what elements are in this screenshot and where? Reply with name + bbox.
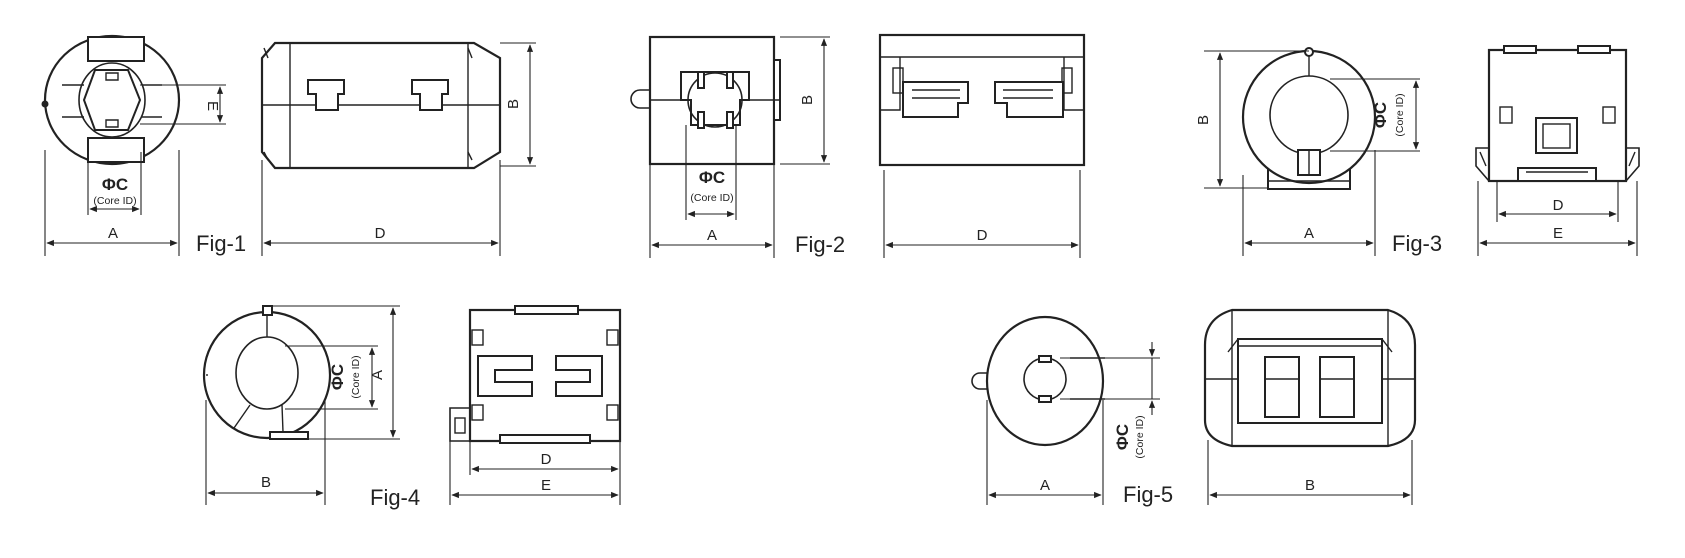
fig2-dim-a-label: A bbox=[707, 227, 717, 244]
fig3-side-view bbox=[1475, 45, 1640, 183]
fig3-group: B ΦC (Core ID) A Fig-3 bbox=[1195, 45, 1640, 256]
fig5-group: ΦC (Core ID) A Fig-5 B bbox=[971, 308, 1417, 507]
fig2-group: ΦC (Core ID) B A Fig-2 D bbox=[630, 33, 1086, 258]
fig3-label: Fig-3 bbox=[1392, 231, 1442, 256]
fig3-dim-e-label: E bbox=[1553, 225, 1563, 242]
fig4-dim-d-label: D bbox=[541, 451, 552, 468]
fig2-phi-c-label: ΦC bbox=[699, 168, 725, 187]
fig5-front-view bbox=[971, 315, 1105, 447]
fig3-dim-b-label: B bbox=[1195, 115, 1212, 125]
fig3-dim-a-label: A bbox=[1304, 225, 1314, 242]
fig3-core-id-label: (Core ID) bbox=[1394, 93, 1406, 136]
fig2-front-view bbox=[630, 35, 781, 166]
fig4-group: ΦC (Core ID) A B Fig-4 D bbox=[202, 305, 622, 510]
fig1-label: Fig-1 bbox=[196, 231, 246, 256]
fig2-core-id-label: (Core ID) bbox=[690, 192, 733, 204]
fig4-side-view bbox=[449, 305, 622, 444]
fig1-core-id-label: (Core ID) bbox=[93, 195, 136, 207]
fig2-dim-b-label: B bbox=[799, 95, 816, 105]
fig1-front-view bbox=[41, 34, 181, 166]
fig4-core-id-label: (Core ID) bbox=[350, 355, 362, 398]
fig1-dim-e-label: E bbox=[204, 101, 221, 111]
fig5-dim-b-label: B bbox=[1305, 477, 1315, 494]
fig2-side-view bbox=[878, 33, 1086, 167]
fig5-phi-c-label: ΦC bbox=[1113, 424, 1132, 450]
fig5-dim-a-label: A bbox=[1040, 477, 1050, 494]
fig4-dim-b-label: B bbox=[261, 474, 271, 491]
fig4-dim-a-label: A bbox=[369, 370, 386, 380]
fig4-dim-e-label: E bbox=[541, 477, 551, 494]
fig1-side-view bbox=[260, 41, 502, 170]
fig4-label: Fig-4 bbox=[370, 485, 420, 510]
fig3-phi-c-label: ΦC bbox=[1371, 102, 1390, 128]
fig4-front-view bbox=[202, 305, 332, 440]
fig1-dim-a-label: A bbox=[108, 225, 118, 242]
fig3-dim-d-label: D bbox=[1553, 197, 1564, 214]
fig5-core-id-label: (Core ID) bbox=[1134, 415, 1146, 458]
fig4-phi-c-label: ΦC bbox=[328, 364, 347, 390]
fig1-group: E ΦC (Core ID) A Fig-1 B bbox=[41, 34, 536, 256]
fig2-dim-d-label: D bbox=[977, 227, 988, 244]
fig3-front-view bbox=[1241, 47, 1377, 190]
fig1-dim-b-label: B bbox=[505, 99, 522, 109]
fig1-dim-d-label: D bbox=[375, 225, 386, 242]
fig5-label: Fig-5 bbox=[1123, 482, 1173, 507]
fig1-phi-c-label: ΦC bbox=[102, 175, 128, 194]
fig2-label: Fig-2 bbox=[795, 232, 845, 257]
fig5-side-view bbox=[1203, 308, 1417, 448]
